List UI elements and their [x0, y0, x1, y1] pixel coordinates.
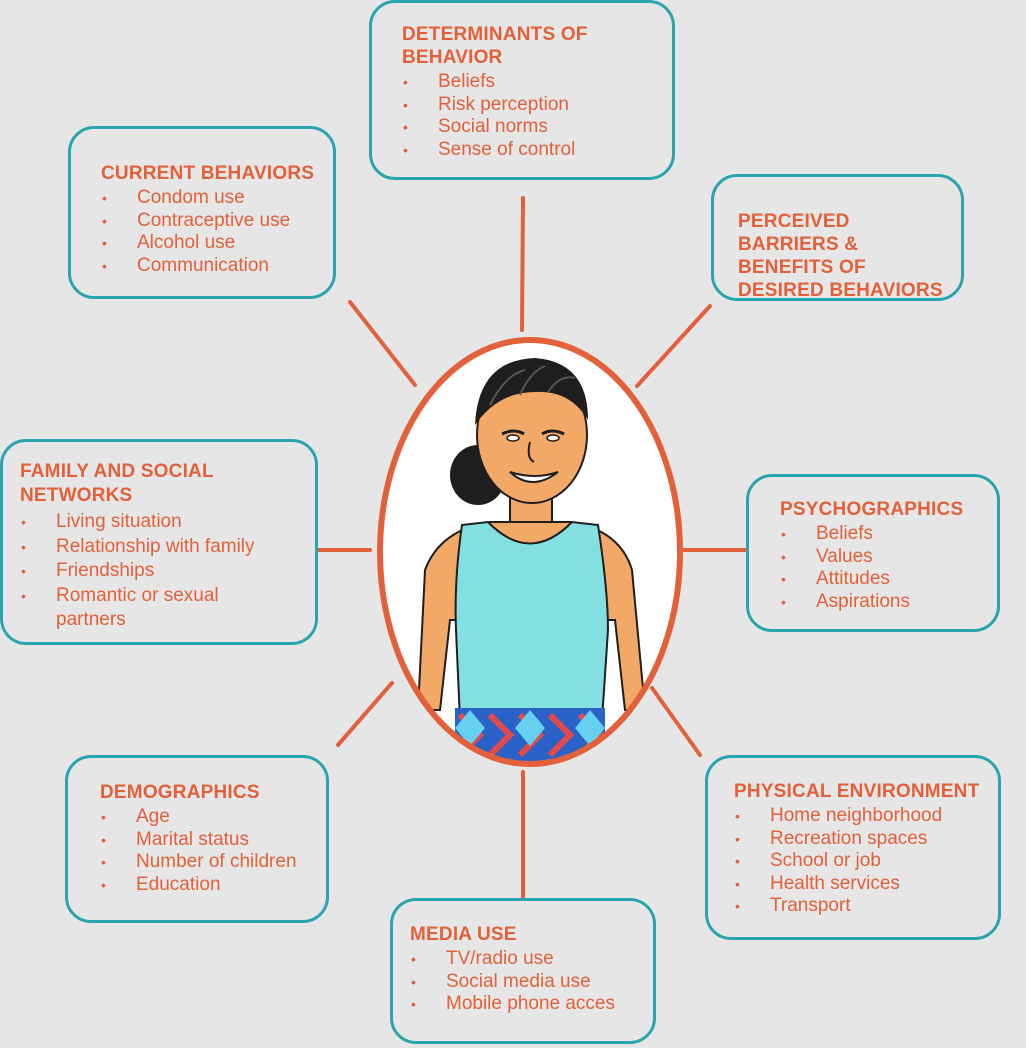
- physical-environment-title: PHYSICAL ENVIRONMENT: [734, 781, 980, 802]
- list-item: Social norms: [402, 116, 672, 139]
- list-item: TV/radio use: [410, 948, 653, 971]
- list-item: Attitudes: [780, 568, 997, 591]
- list-item: Beliefs: [780, 523, 997, 546]
- demographics-title: DEMOGRAPHICS: [100, 782, 260, 803]
- list-item: Risk perception: [402, 94, 672, 117]
- ray-barriers: [635, 304, 712, 388]
- physical-environment-list: Home neighborhood Recreation spaces Scho…: [734, 805, 998, 918]
- list-item: Friendships: [20, 559, 315, 584]
- ray-physical: [650, 686, 702, 757]
- demographics-box: DEMOGRAPHICS Age Marital status Number o…: [65, 755, 329, 923]
- perceived-barriers-box: PERCEIVED BARRIERS & BENEFITS OF DESIRED…: [711, 174, 964, 301]
- list-item: Sense of control: [402, 139, 672, 162]
- list-item: Home neighborhood: [734, 805, 998, 828]
- current-behaviors-box: CURRENT BEHAVIORS Condom use Contracepti…: [68, 126, 336, 299]
- list-item: Relationship with family: [20, 535, 315, 560]
- list-item: Age: [100, 806, 326, 829]
- list-item: Values: [780, 546, 997, 569]
- list-item: Marital status: [100, 829, 326, 852]
- physical-environment-box: PHYSICAL ENVIRONMENT Home neighborhood R…: [705, 755, 1001, 940]
- list-item: Aspirations: [780, 591, 997, 614]
- media-use-title: MEDIA USE: [410, 924, 517, 945]
- list-item: Health services: [734, 873, 998, 896]
- list-item: Education: [100, 874, 326, 897]
- list-item: School or job: [734, 850, 998, 873]
- ray-determinants: [520, 196, 525, 332]
- list-item: Beliefs: [402, 71, 672, 94]
- determinants-box: DETERMINANTS OF BEHAVIOR Beliefs Risk pe…: [369, 0, 675, 180]
- media-use-box: MEDIA USE TV/radio use Social media use …: [390, 898, 656, 1044]
- current-behaviors-title: CURRENT BEHAVIORS: [101, 163, 315, 184]
- demographics-list: Age Marital status Number of children Ed…: [100, 806, 326, 896]
- list-item: Communication: [101, 255, 333, 278]
- woman-portrait-illustration: [377, 337, 683, 767]
- determinants-title: DETERMINANTS OF BEHAVIOR: [402, 24, 588, 68]
- list-item: Social media use: [410, 971, 653, 994]
- ray-demographics: [336, 681, 394, 747]
- list-item: Contraceptive use: [101, 210, 333, 233]
- family-social-networks-title: FAMILY AND SOCIAL NETWORKS: [20, 461, 214, 506]
- family-social-networks-box: FAMILY AND SOCIAL NETWORKS Living situat…: [0, 439, 318, 645]
- list-item: Mobile phone acces: [410, 993, 653, 1016]
- perceived-barriers-title: PERCEIVED BARRIERS & BENEFITS OF DESIRED…: [738, 211, 943, 301]
- list-item: Recreation spaces: [734, 828, 998, 851]
- list-item: Living situation: [20, 510, 315, 535]
- psychographics-title: PSYCHOGRAPHICS: [780, 499, 964, 520]
- current-behaviors-list: Condom use Contraceptive use Alcohol use…: [101, 187, 333, 277]
- list-item: Number of children: [100, 851, 326, 874]
- list-item: Condom use: [101, 187, 333, 210]
- ray-current: [348, 300, 417, 387]
- determinants-list: Beliefs Risk perception Social norms Sen…: [402, 71, 672, 161]
- list-item: Alcohol use: [101, 232, 333, 255]
- family-social-networks-list: Living situation Relationship with famil…: [20, 510, 315, 633]
- media-use-list: TV/radio use Social media use Mobile pho…: [410, 948, 653, 1016]
- psychographics-list: Beliefs Values Attitudes Aspirations: [780, 523, 997, 613]
- list-item: Transport: [734, 895, 998, 918]
- list-item: Romantic or sexual partners: [20, 584, 256, 633]
- psychographics-box: PSYCHOGRAPHICS Beliefs Values Attitudes …: [746, 474, 1000, 632]
